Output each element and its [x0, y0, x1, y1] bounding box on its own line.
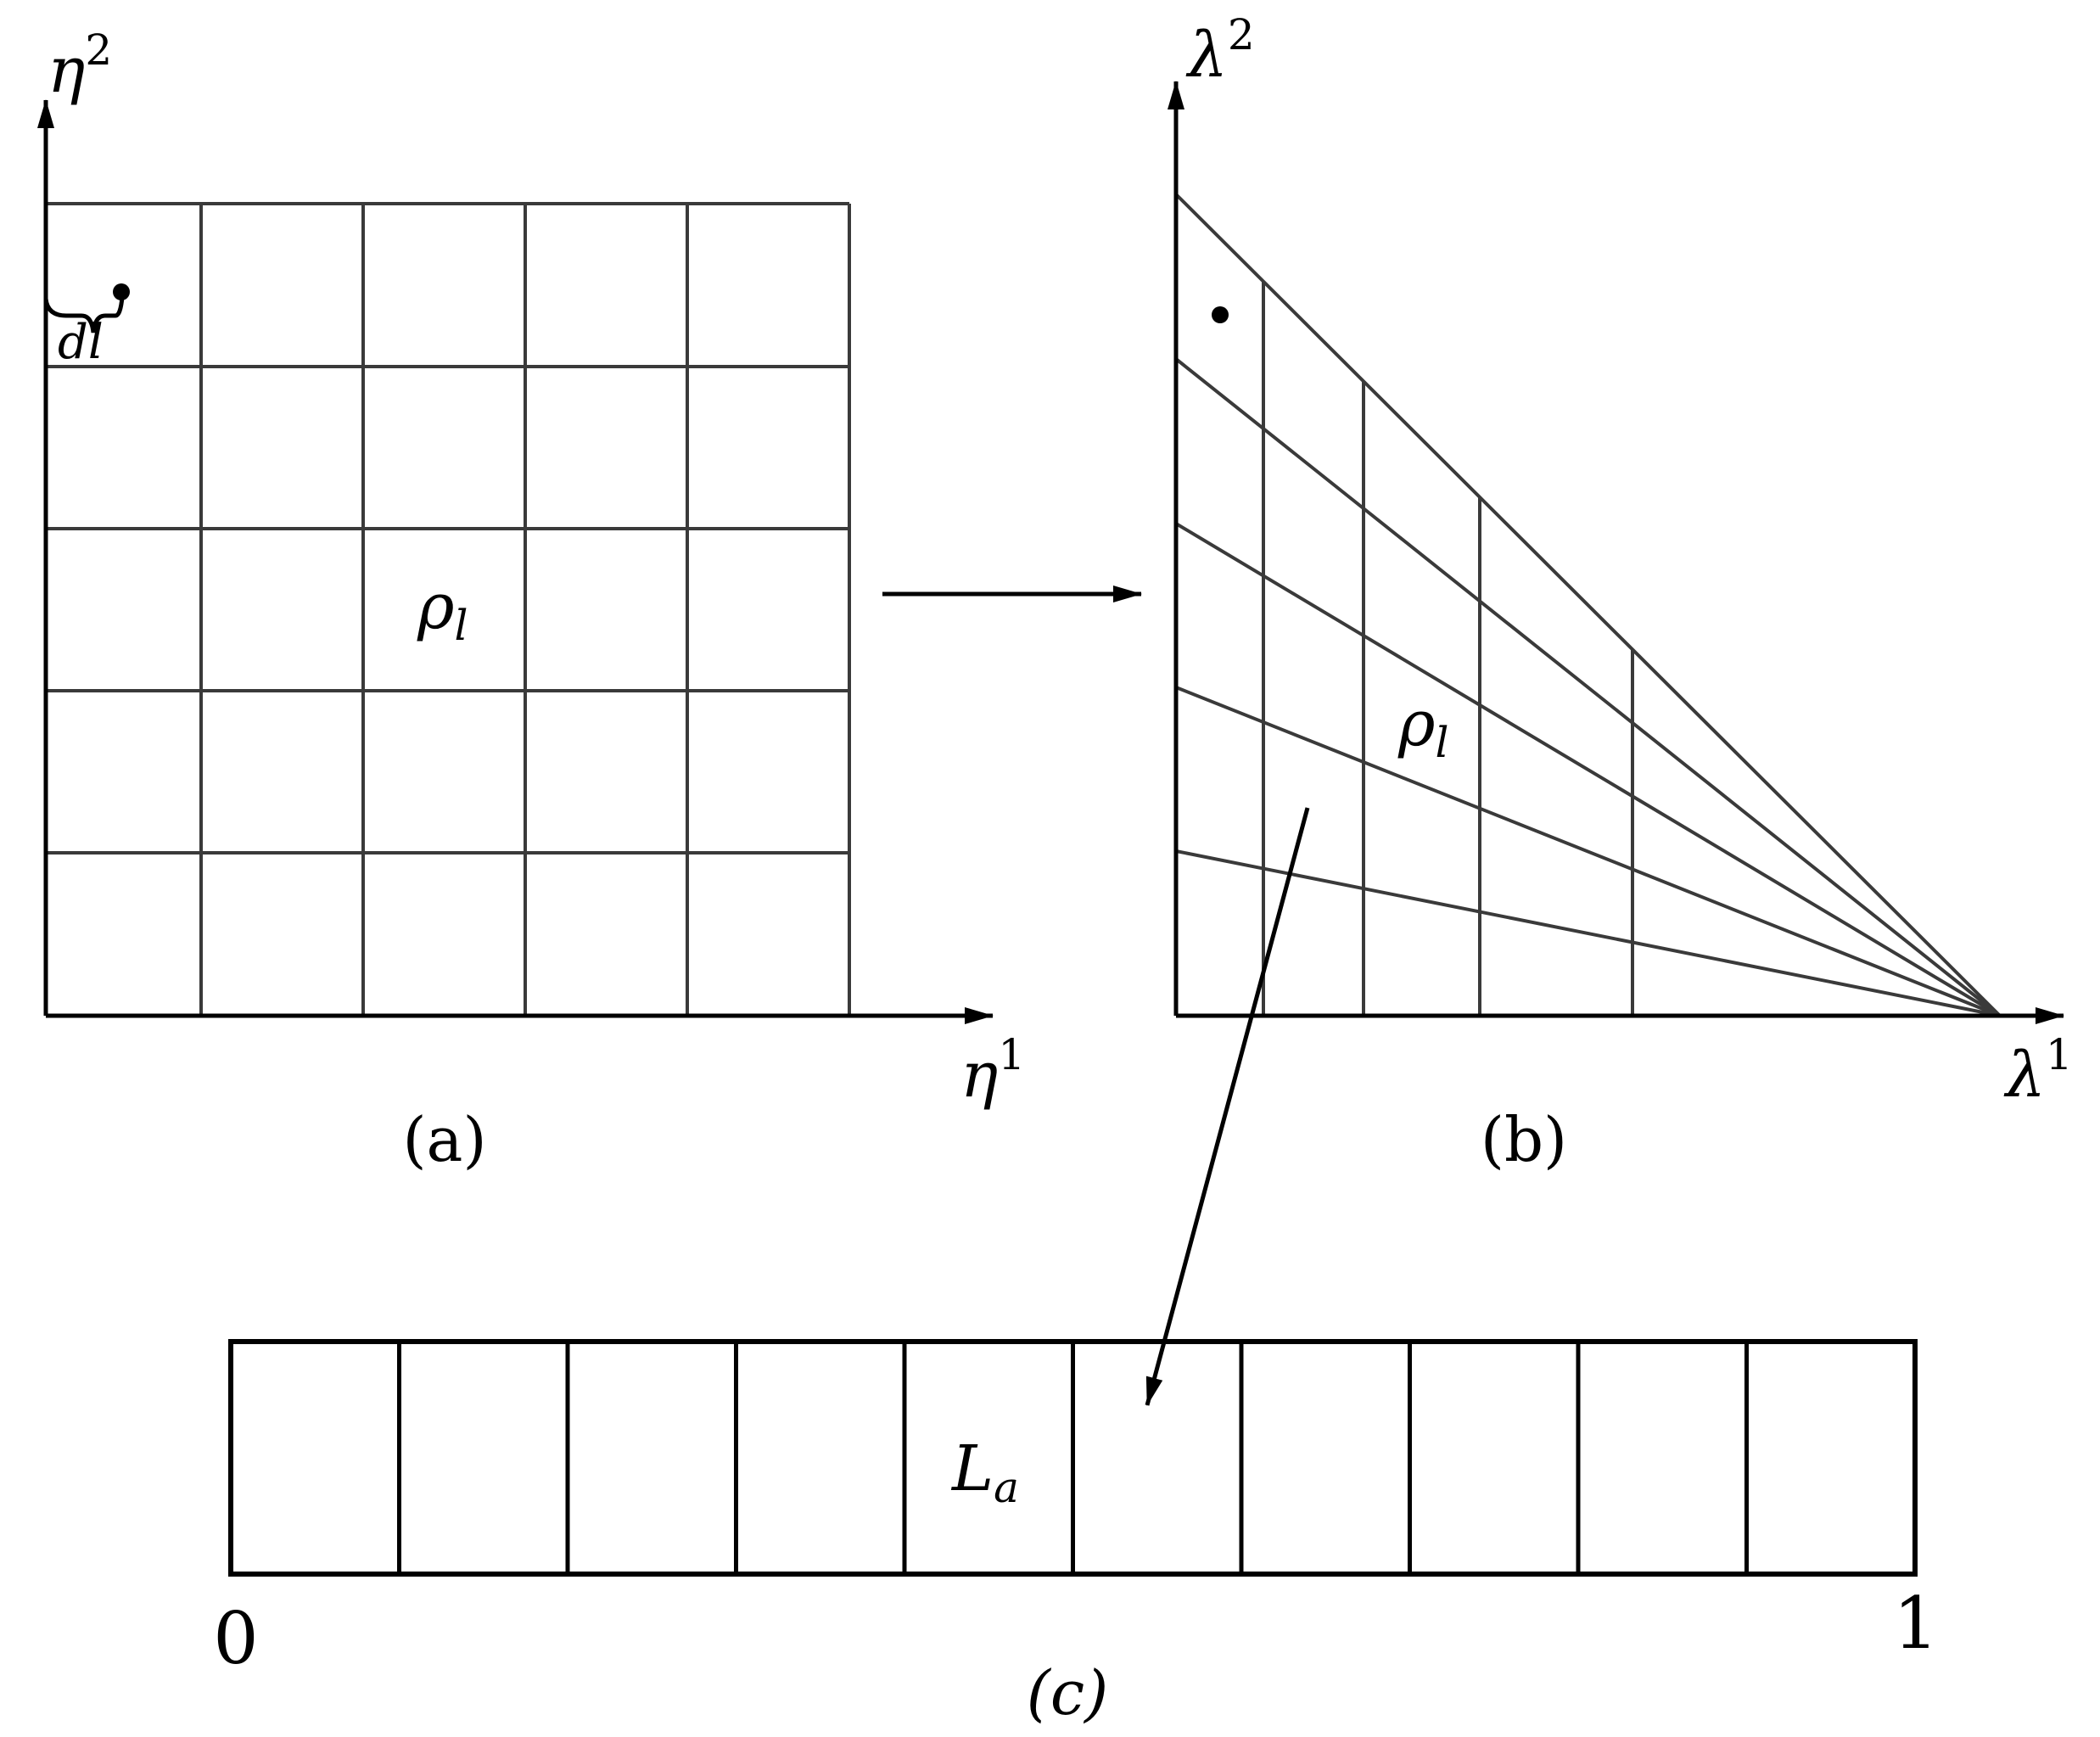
panel-a-dl-brace — [43, 296, 125, 333]
panel-c-caption: (c) — [1027, 1657, 1109, 1729]
panel-c-start-label: 0 — [213, 1597, 258, 1680]
panel-c-array-frame — [228, 1339, 1918, 1577]
panel-a-y-axis-label: η2 — [48, 25, 112, 107]
panel-b-y-axis-label: λ2 — [1185, 10, 1255, 92]
panel-c-cell-label: La — [950, 1432, 1019, 1512]
panel-c-line-array: La 0 1 (c) — [213, 1339, 1939, 1729]
panel-b-fan-line — [1174, 522, 2002, 1017]
panel-a-x-axis-label: η1 — [960, 1030, 1025, 1112]
panel-a-element-label: ρl — [417, 570, 468, 650]
mapping-arrow-b-to-c — [1145, 807, 1310, 1406]
panel-b-fan-line — [1174, 193, 2002, 1017]
panel-c-end-label: 1 — [1893, 1582, 1938, 1665]
panel-b-fan-line — [1175, 686, 2001, 1017]
panel-c-cell-dividers — [397, 1342, 1749, 1574]
panel-b-x-axis-label: λ1 — [2003, 1030, 2073, 1112]
panel-b-sample-point — [1212, 306, 1229, 323]
panel-b-fan-line — [1175, 849, 2001, 1017]
panel-b-triangle-grid: λ2 λ1 ρl (b) — [1168, 10, 2073, 1175]
panel-b-fan-line — [1174, 357, 2002, 1017]
panel-b-caption: (b) — [1481, 1104, 1567, 1175]
panel-a-sample-point — [113, 283, 130, 300]
panel-b-element-label: ρl — [1397, 687, 1449, 767]
panel-a-caption: (a) — [402, 1104, 486, 1175]
panel-a-dl-label: dl — [58, 315, 104, 370]
panel-b-grid-lines — [1174, 193, 2002, 1017]
panel-a-reference-grid: η2 η1 ρl dl (a) — [37, 25, 1025, 1175]
